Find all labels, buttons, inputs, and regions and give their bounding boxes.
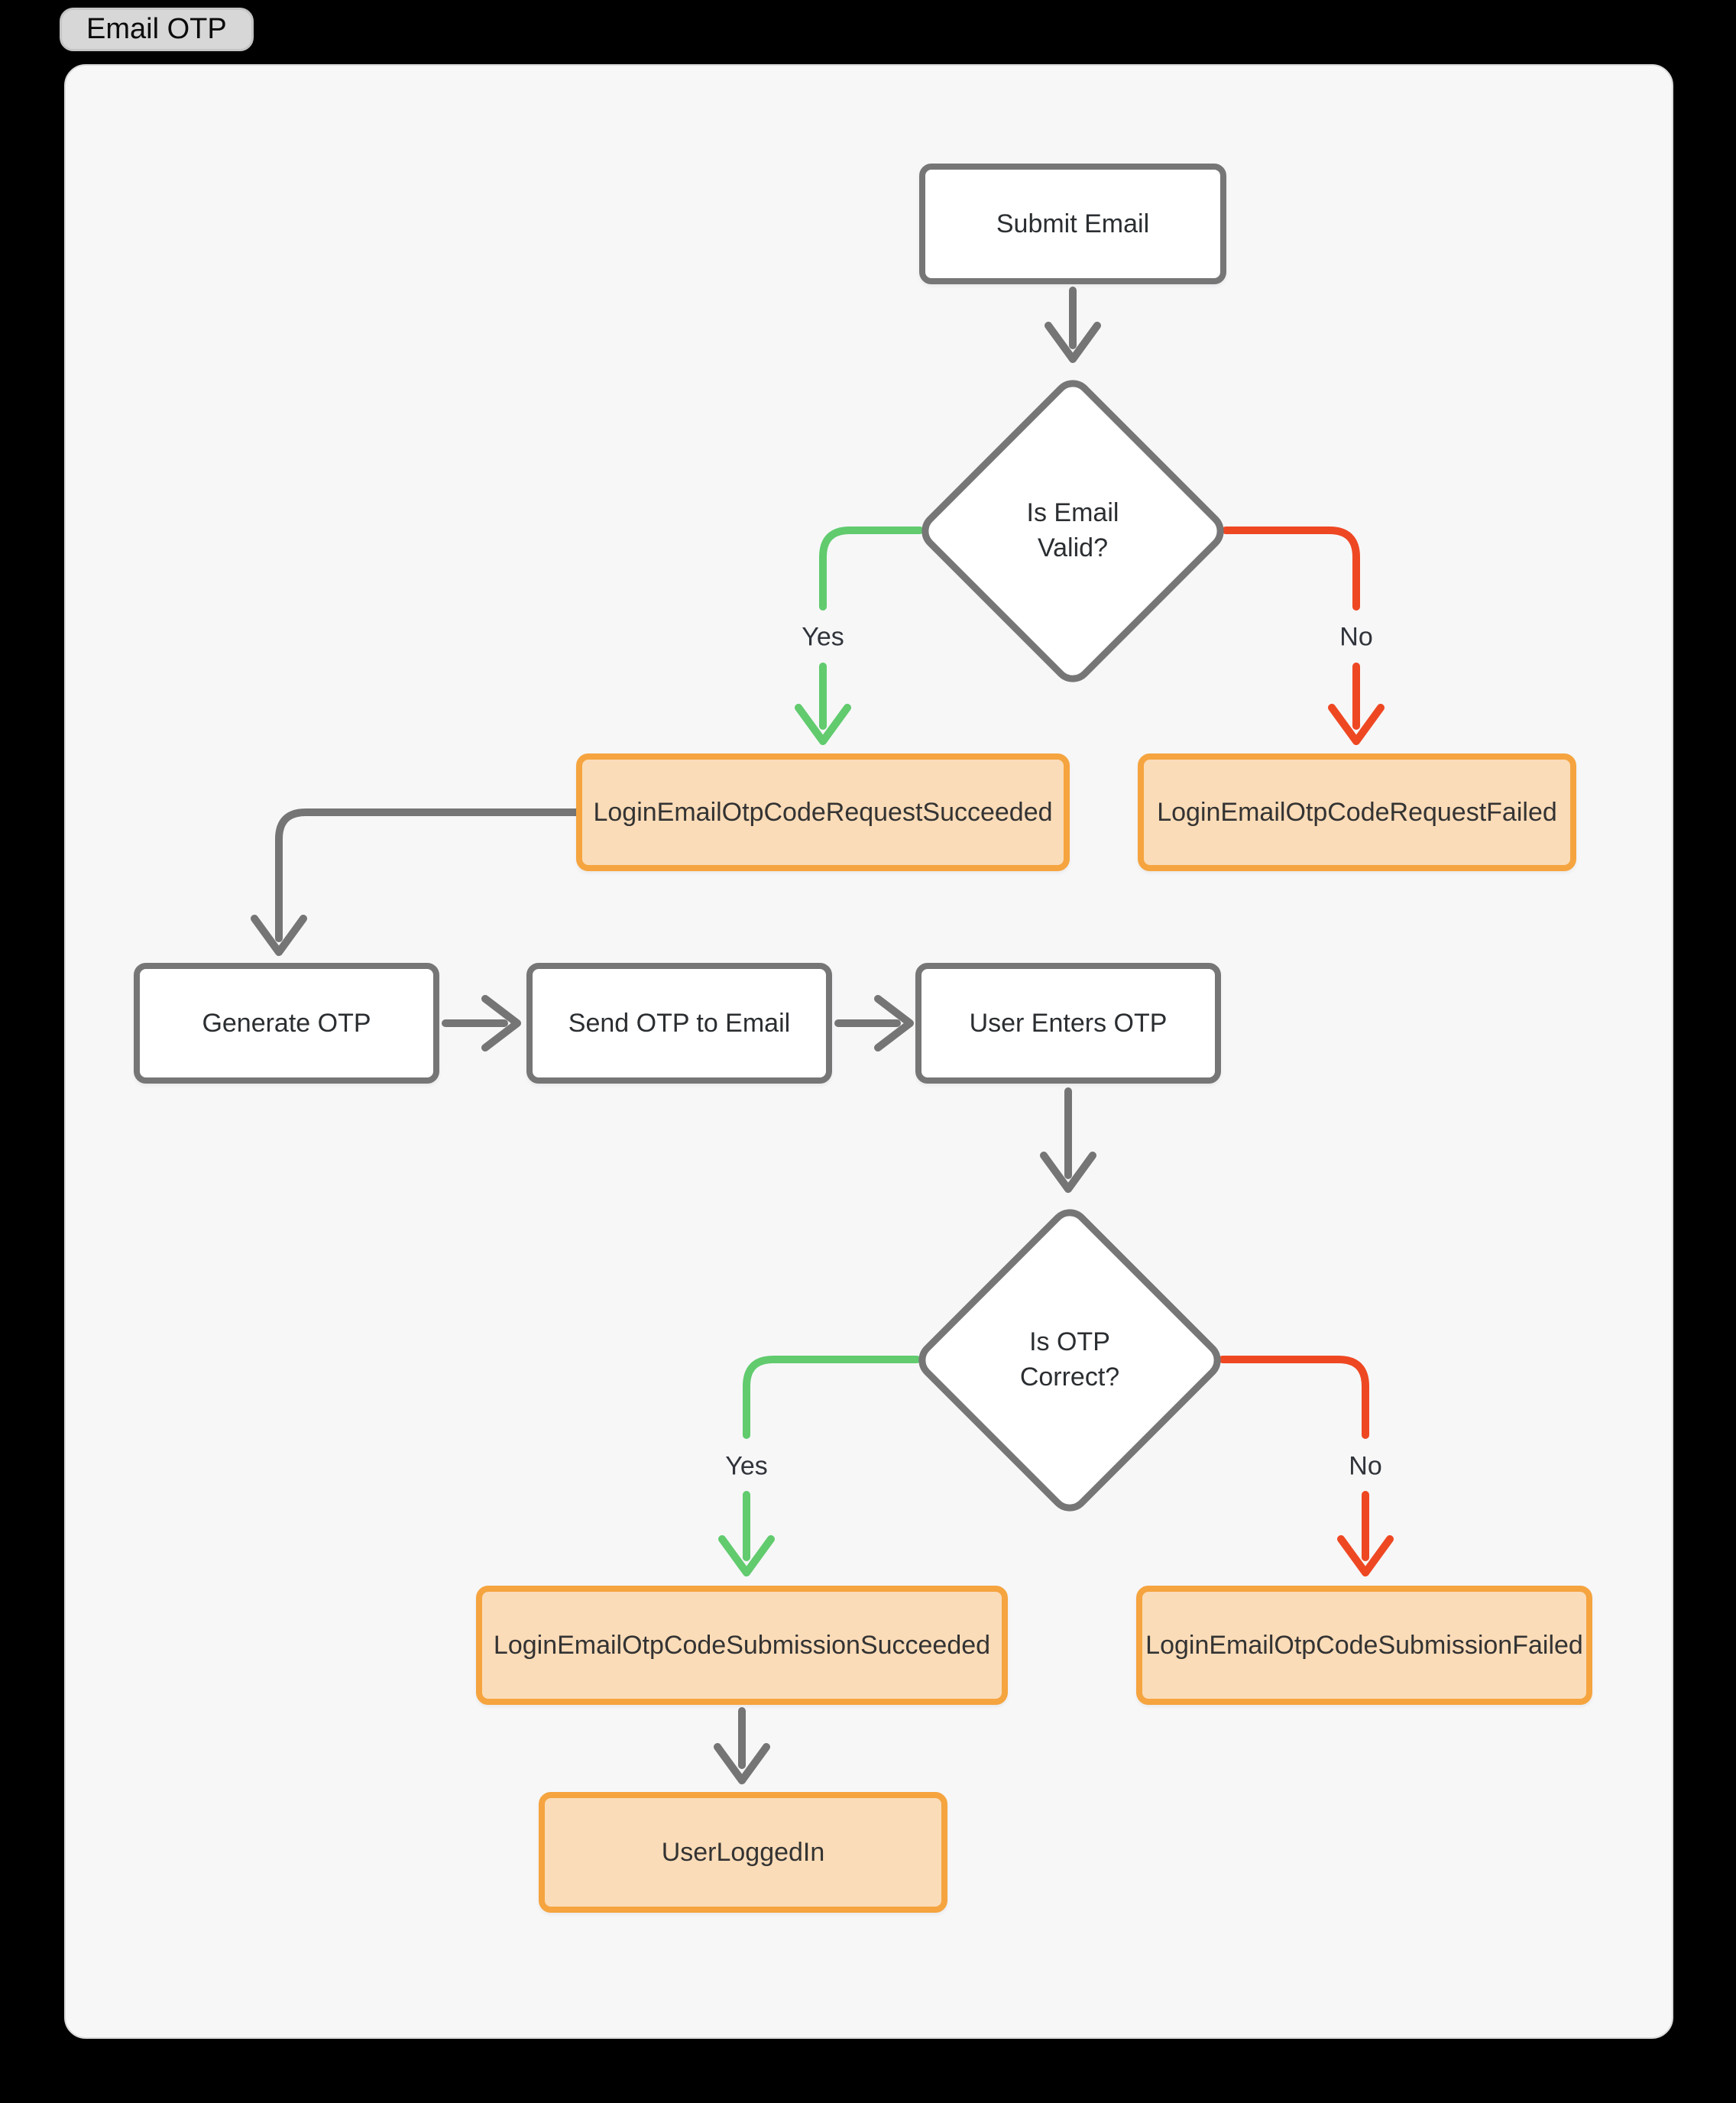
node-submit-email[interactable]: Submit Email: [919, 164, 1226, 284]
node-submission-failed[interactable]: LoginEmailOtpCodeSubmissionFailed: [1136, 1586, 1592, 1705]
node-send-otp-label: Send OTP to Email: [568, 1008, 791, 1038]
node-is-email-valid[interactable]: Is Email Valid?: [908, 367, 1237, 695]
node-is-email-valid-label: Is Email Valid?: [1026, 498, 1119, 562]
node-request-succeeded[interactable]: LoginEmailOtpCodeRequestSucceeded: [576, 753, 1070, 871]
edge-label-email-valid-yes: Yes: [802, 622, 844, 652]
node-user-enters-otp-label: User Enters OTP: [969, 1008, 1168, 1038]
node-send-otp[interactable]: Send OTP to Email: [526, 963, 832, 1084]
node-submission-succeeded-label: LoginEmailOtpCodeSubmissionSucceeded: [493, 1630, 991, 1660]
node-user-logged-in[interactable]: UserLoggedIn: [539, 1792, 947, 1913]
node-request-failed[interactable]: LoginEmailOtpCodeRequestFailed: [1138, 753, 1576, 871]
node-submit-email-label: Submit Email: [996, 209, 1150, 238]
edge-label-otp-correct-yes: Yes: [725, 1451, 768, 1481]
node-user-logged-in-label: UserLoggedIn: [661, 1837, 825, 1867]
node-user-enters-otp[interactable]: User Enters OTP: [915, 963, 1221, 1084]
decision-diamond-shape: [918, 1209, 1221, 1512]
node-request-succeeded-label: LoginEmailOtpCodeRequestSucceeded: [593, 797, 1053, 827]
node-is-otp-correct[interactable]: Is OTP Correct?: [905, 1196, 1234, 1525]
decision-diamond-shape: [921, 380, 1224, 682]
node-generate-otp-label: Generate OTP: [202, 1008, 371, 1038]
edge-label-otp-correct-no: No: [1349, 1451, 1382, 1481]
node-request-failed-label: LoginEmailOtpCodeRequestFailed: [1157, 797, 1557, 827]
node-submission-failed-label: LoginEmailOtpCodeSubmissionFailed: [1145, 1630, 1583, 1660]
node-submission-succeeded[interactable]: LoginEmailOtpCodeSubmissionSucceeded: [476, 1586, 1008, 1705]
diagram-tab[interactable]: Email OTP: [60, 8, 254, 51]
edge-label-email-valid-no: No: [1339, 622, 1373, 652]
diagram-tab-label: Email OTP: [86, 13, 227, 45]
node-generate-otp[interactable]: Generate OTP: [134, 963, 439, 1084]
node-is-otp-correct-label: Is OTP Correct?: [1019, 1327, 1120, 1392]
